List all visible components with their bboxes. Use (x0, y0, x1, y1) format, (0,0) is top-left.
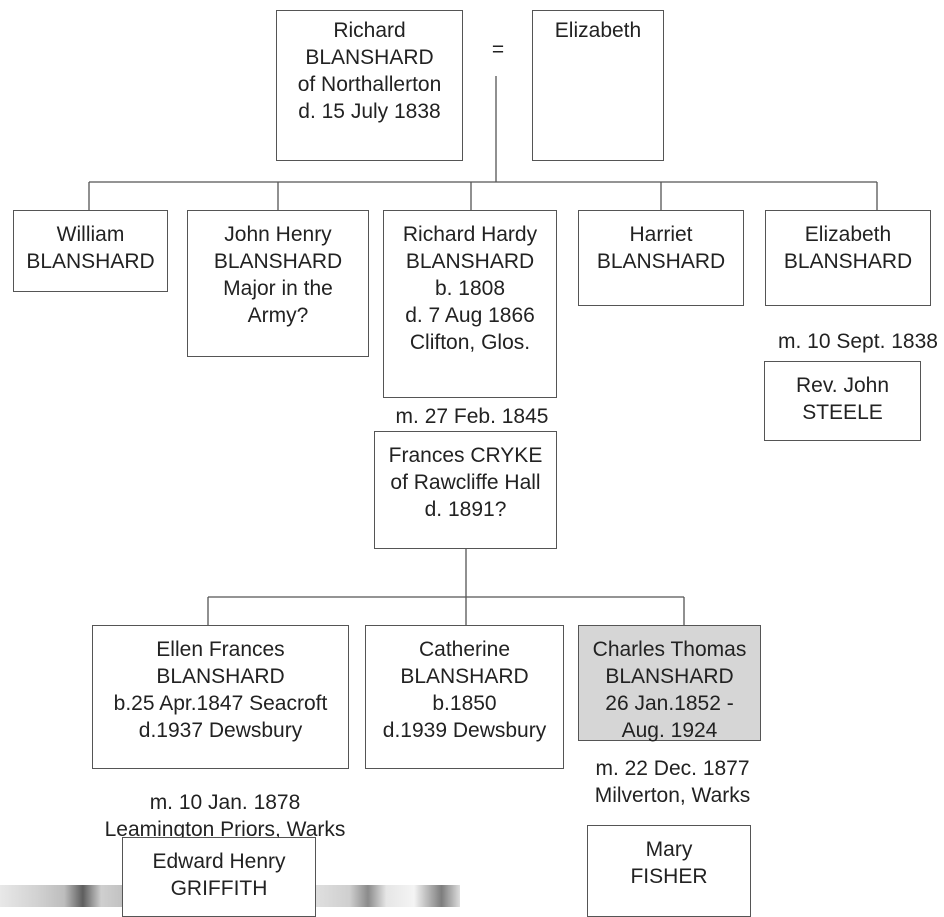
person-line: BLANSHARD (783, 250, 913, 273)
person-line: STEELE (802, 401, 883, 424)
person-line: BLANSHARD (156, 665, 285, 688)
person-line: of Rawcliffe Hall (390, 471, 541, 494)
person-line: BLANSHARD (605, 665, 734, 688)
person-richard-hardy-blanshard: Richard Hardy BLANSHARD b. 1808 d. 7 Aug… (383, 210, 557, 398)
person-line: Elizabeth (804, 223, 892, 246)
person-line: d.1937 Dewsbury (138, 719, 303, 742)
person-line: Richard (333, 19, 406, 42)
person-line: Clifton, Glos. (409, 331, 531, 354)
person-john-henry-blanshard: John Henry BLANSHARD Major in the Army? (187, 210, 369, 357)
marriage-place: Leamington Priors, Warks (104, 818, 346, 841)
person-mary-fisher: Mary FISHER (587, 825, 751, 917)
person-line: William (56, 223, 125, 246)
marriage-date-richard-hardy: m. 27 Feb. 1845 (395, 405, 549, 428)
person-line: BLANSHARD (400, 665, 529, 688)
person-line: GRIFFITH (170, 877, 268, 900)
person-line: Richard Hardy (402, 223, 538, 246)
person-line: b.1850 (432, 692, 497, 715)
marriage-place: Milverton, Warks (594, 784, 751, 807)
person-elizabeth-blanshard: Elizabeth BLANSHARD (765, 210, 931, 306)
person-line: Elizabeth (554, 19, 642, 42)
person-line: Mary (645, 838, 693, 861)
marriage-info-ellen: m. 10 Jan. 1878 Leamington Priors, Warks (95, 789, 355, 843)
person-line: Major in the (223, 277, 333, 300)
person-edward-henry-griffith: Edward Henry GRIFFITH (122, 837, 316, 917)
person-line: BLANSHARD (213, 250, 343, 273)
marriage-date: m. 22 Dec. 1877 (595, 757, 750, 780)
marriage-date-elizabeth: m. 10 Sept. 1838 (778, 330, 938, 353)
person-line: Edward Henry (152, 850, 286, 873)
person-ellen-frances-blanshard: Ellen Frances BLANSHARD b.25 Apr.1847 Se… (92, 625, 349, 769)
person-line: Catherine (418, 638, 511, 661)
person-line: Ellen Frances (156, 638, 285, 661)
person-frances-cryke: Frances CRYKE of Rawcliffe Hall d. 1891? (374, 431, 557, 549)
person-line: BLANSHARD (405, 250, 535, 273)
person-elizabeth-spouse: Elizabeth (532, 10, 664, 161)
person-line: b. 1808 (434, 277, 506, 300)
person-harriet-blanshard: Harriet BLANSHARD (578, 210, 744, 306)
marriage-symbol: = (491, 38, 505, 61)
person-line: d. 15 July 1838 (298, 100, 441, 123)
person-line: Frances CRYKE (388, 444, 543, 467)
person-line: d. 7 Aug 1866 (405, 304, 535, 327)
person-line: of Northallerton (297, 73, 442, 96)
person-line: BLANSHARD (305, 46, 434, 69)
person-line: d.1939 Dewsbury (382, 719, 547, 742)
person-line: Aug. 1924 (621, 719, 718, 742)
person-line: Charles Thomas (592, 638, 747, 661)
person-line: FISHER (630, 865, 708, 888)
person-william-blanshard: William BLANSHARD (13, 210, 168, 292)
marriage-date: m. 10 Jan. 1878 (149, 791, 301, 814)
person-line: d. 1891? (424, 498, 507, 521)
person-rev-john-steele: Rev. John STEELE (764, 361, 921, 441)
person-charles-thomas-blanshard: Charles Thomas BLANSHARD 26 Jan.1852 - A… (578, 625, 761, 742)
person-catherine-blanshard: Catherine BLANSHARD b.1850 d.1939 Dewsbu… (365, 625, 564, 769)
person-line: Rev. John (796, 374, 889, 397)
person-line: Harriet (629, 223, 693, 246)
person-line: BLANSHARD (596, 250, 726, 273)
marriage-info-charles: m. 22 Dec. 1877 Milverton, Warks (574, 755, 771, 809)
person-line: b.25 Apr.1847 Seacroft (113, 692, 328, 715)
person-line: 26 Jan.1852 - (605, 692, 734, 715)
person-line: BLANSHARD (26, 250, 155, 273)
person-line: Army? (247, 304, 309, 327)
person-line: John Henry (224, 223, 332, 246)
person-richard-blanshard: Richard BLANSHARD of Northallerton d. 15… (276, 10, 463, 161)
